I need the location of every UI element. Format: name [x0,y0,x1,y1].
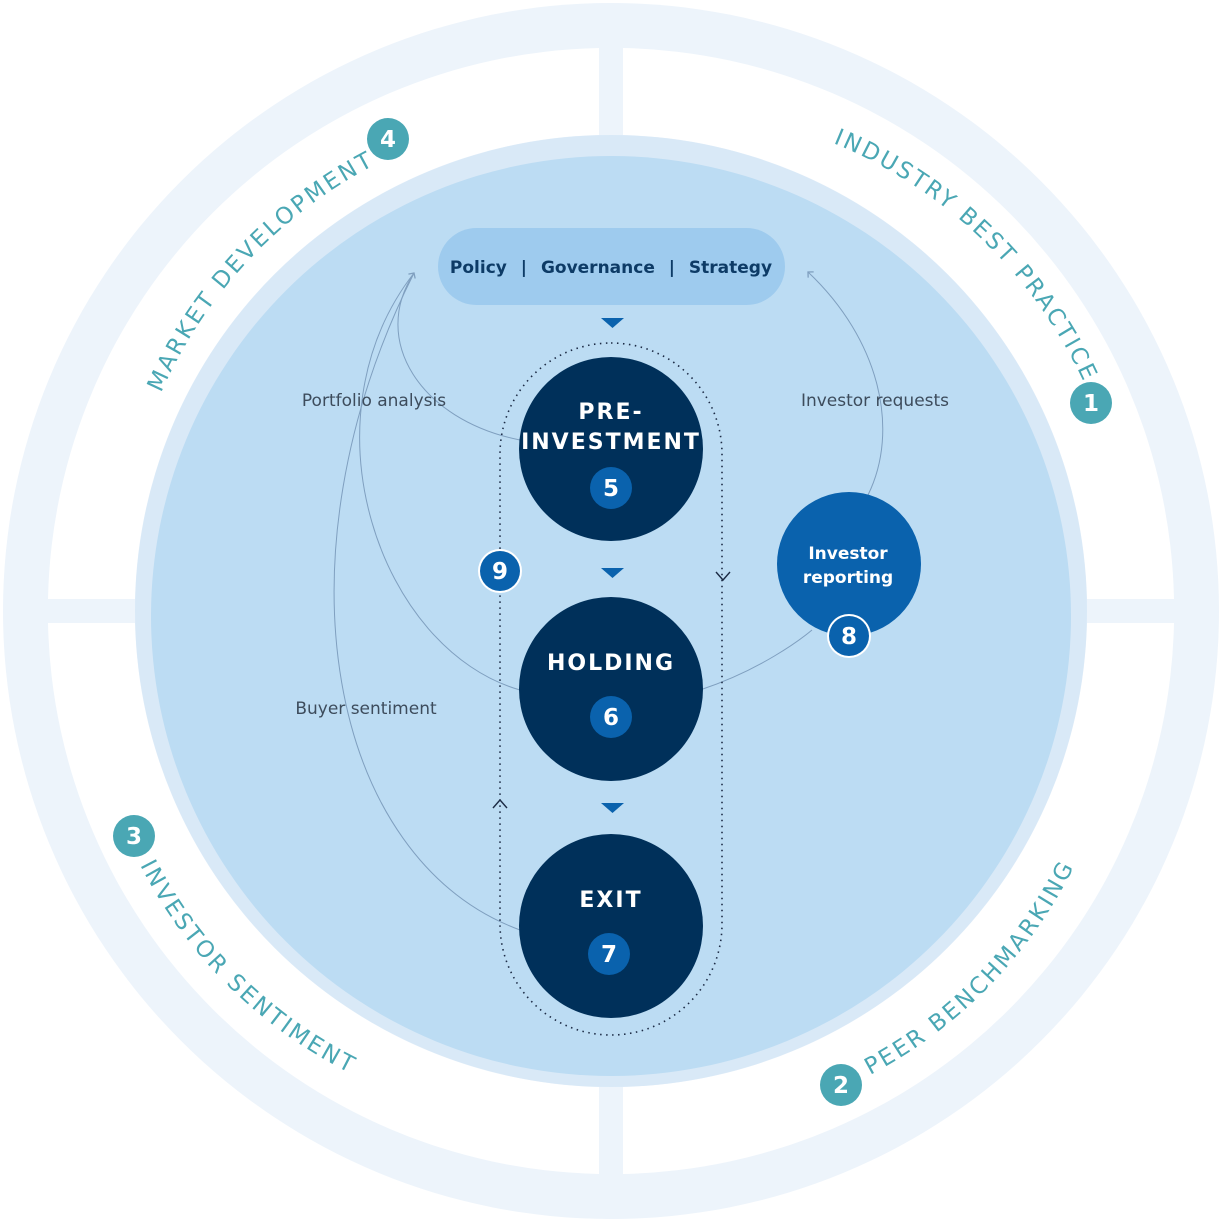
ring-quadrants [48,48,1174,1174]
badge-9: 9 [478,549,522,593]
badge-2: 2 [820,1064,862,1106]
flow-lines [333,271,884,931]
svg-text:INVESTMENT: INVESTMENT [521,430,701,455]
pill-separator: | [521,258,527,278]
stage-exit: EXIT 7 [519,834,703,1018]
flow-triangles [601,318,624,813]
svg-text:EXIT: EXIT [579,888,642,913]
pill-separator: | [669,258,675,278]
svg-text:Investor: Investor [808,544,888,564]
badge-4: 4 [367,118,409,160]
svg-text:2: 2 [833,1073,849,1099]
stage-pre-investment: PRE- INVESTMENT 5 [519,357,703,541]
stage-loop-track [499,342,723,1036]
loop-arrow-down [715,571,731,582]
pill-item-policy: Policy [450,258,507,278]
label-buyer-sentiment: Buyer sentiment [295,699,437,719]
label-portfolio-analysis: Portfolio analysis [302,391,446,411]
svg-text:4: 4 [380,127,396,153]
svg-text:1: 1 [1083,391,1099,417]
pill-item-governance: Governance [541,258,655,278]
svg-text:6: 6 [603,705,619,731]
investor-reporting-node: Investor reporting 8 [777,492,921,658]
svg-text:8: 8 [841,624,857,650]
svg-text:9: 9 [492,559,508,585]
stage-holding: HOLDING 6 [519,597,703,781]
svg-text:7: 7 [601,942,617,968]
loop-arrow-up [492,798,508,809]
badge-1: 1 [1070,382,1112,424]
label-investor-requests: Investor requests [801,391,949,411]
svg-text:PRE-: PRE- [578,400,643,425]
svg-text:3: 3 [126,824,142,850]
pill-item-strategy: Strategy [689,258,772,278]
svg-text:5: 5 [603,476,619,502]
svg-text:Policy | Governanc: Policy | Governance | Strategy [450,258,772,278]
policy-governance-strategy-pill: Policy | Governance | Strategy [438,228,785,305]
svg-text:HOLDING: HOLDING [547,651,675,676]
badge-3: 3 [113,815,155,857]
svg-text:reporting: reporting [803,568,893,588]
